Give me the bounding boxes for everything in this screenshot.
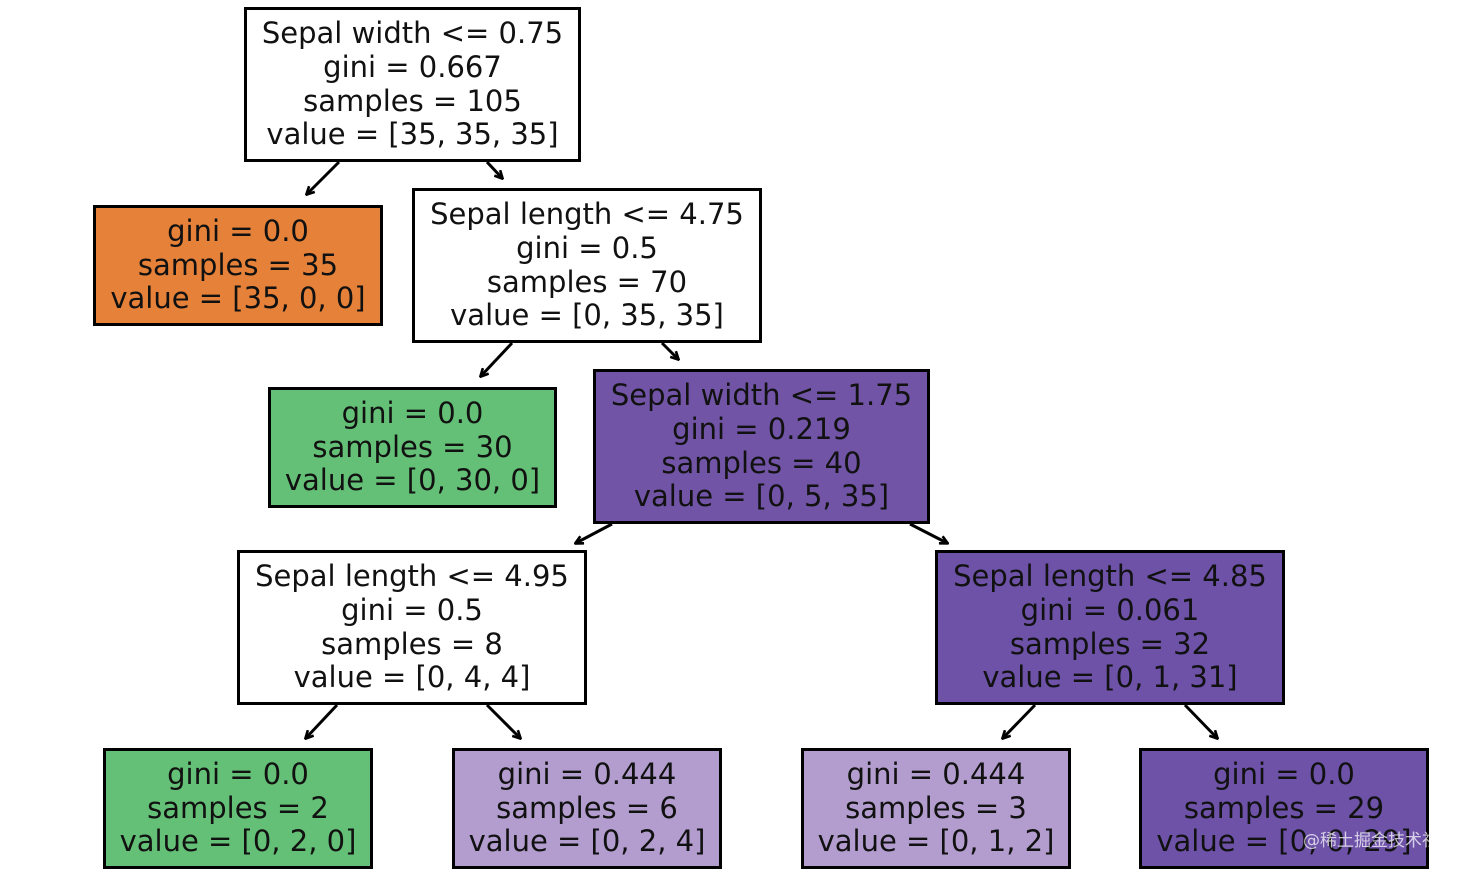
node-stat-text: gini = 0.667 xyxy=(323,49,502,84)
node-stat-text: samples = 32 xyxy=(1009,626,1211,661)
node-stat-text: value = [0, 35, 35] xyxy=(450,298,724,333)
node-stat-text: samples = 2 xyxy=(147,790,329,825)
node-stat-text: value = [35, 35, 35] xyxy=(266,117,559,152)
node-stat-text: gini = 0.0 xyxy=(1213,757,1355,792)
node-stat-text: value = [0, 4, 4] xyxy=(293,660,531,695)
node-stat-text: gini = 0.444 xyxy=(497,757,677,792)
node-stat-text: samples = 30 xyxy=(312,429,513,464)
split-condition-text: Sepal length <= 4.75 xyxy=(430,197,744,232)
split-condition-text: Sepal width <= 1.75 xyxy=(610,378,913,413)
node-stat-text: value = [0, 1, 2] xyxy=(817,824,1055,859)
edge-n4-to-n6 xyxy=(909,522,947,543)
node-stat-text: value = [0, 0, 29] xyxy=(1156,824,1412,859)
node-stat-text: gini = 0.0 xyxy=(167,757,309,792)
edge-n2-to-n4 xyxy=(660,341,678,359)
edge-n2-to-n3 xyxy=(481,341,514,376)
node-stat-text: value = [0, 5, 35] xyxy=(633,479,890,514)
edge-n6-to-n10 xyxy=(1183,703,1217,738)
edge-n4-to-n5 xyxy=(576,522,613,543)
node-stat-text: gini = 0.5 xyxy=(516,230,658,265)
node-stat-text: samples = 105 xyxy=(303,83,522,118)
node-stat-text: value = [0, 2, 4] xyxy=(468,824,706,859)
node-stat-text: samples = 29 xyxy=(1183,790,1385,825)
node-stat-text: samples = 3 xyxy=(845,790,1027,825)
node-stat-text: samples = 40 xyxy=(661,445,862,480)
node-stat-text: value = [35, 0, 0] xyxy=(110,281,366,316)
node-stat-text: gini = 0.5 xyxy=(341,592,483,627)
node-stat-text: gini = 0.061 xyxy=(1020,592,1200,627)
node-stat-text: gini = 0.444 xyxy=(846,757,1026,792)
node-stat-text: samples = 8 xyxy=(321,626,503,661)
edge-n5-to-n8 xyxy=(485,703,520,738)
edge-n6-to-n9 xyxy=(1003,703,1037,738)
node-stat-text: samples = 35 xyxy=(137,247,339,282)
node-stat-text: value = [0, 30, 0] xyxy=(284,463,541,498)
split-condition-text: Sepal width <= 0.75 xyxy=(261,16,564,51)
node-stat-text: gini = 0.219 xyxy=(672,411,851,446)
edge-n5-to-n7 xyxy=(306,703,339,738)
node-stat-text: samples = 70 xyxy=(486,264,688,299)
node-stat-text: gini = 0.0 xyxy=(167,214,309,249)
split-condition-text: Sepal length <= 4.85 xyxy=(953,559,1267,594)
node-stat-text: value = [0, 2, 0] xyxy=(119,824,357,859)
edge-n0-to-n2 xyxy=(485,160,502,178)
node-stat-text: value = [0, 1, 31] xyxy=(982,660,1238,695)
node-stat-text: samples = 6 xyxy=(496,790,678,825)
edge-n0-to-n1 xyxy=(307,160,341,194)
watermark-text: @稀土掘金技术社区 xyxy=(1303,831,1456,851)
split-condition-text: Sepal length <= 4.95 xyxy=(255,559,569,594)
node-stat-text: gini = 0.0 xyxy=(341,396,484,431)
